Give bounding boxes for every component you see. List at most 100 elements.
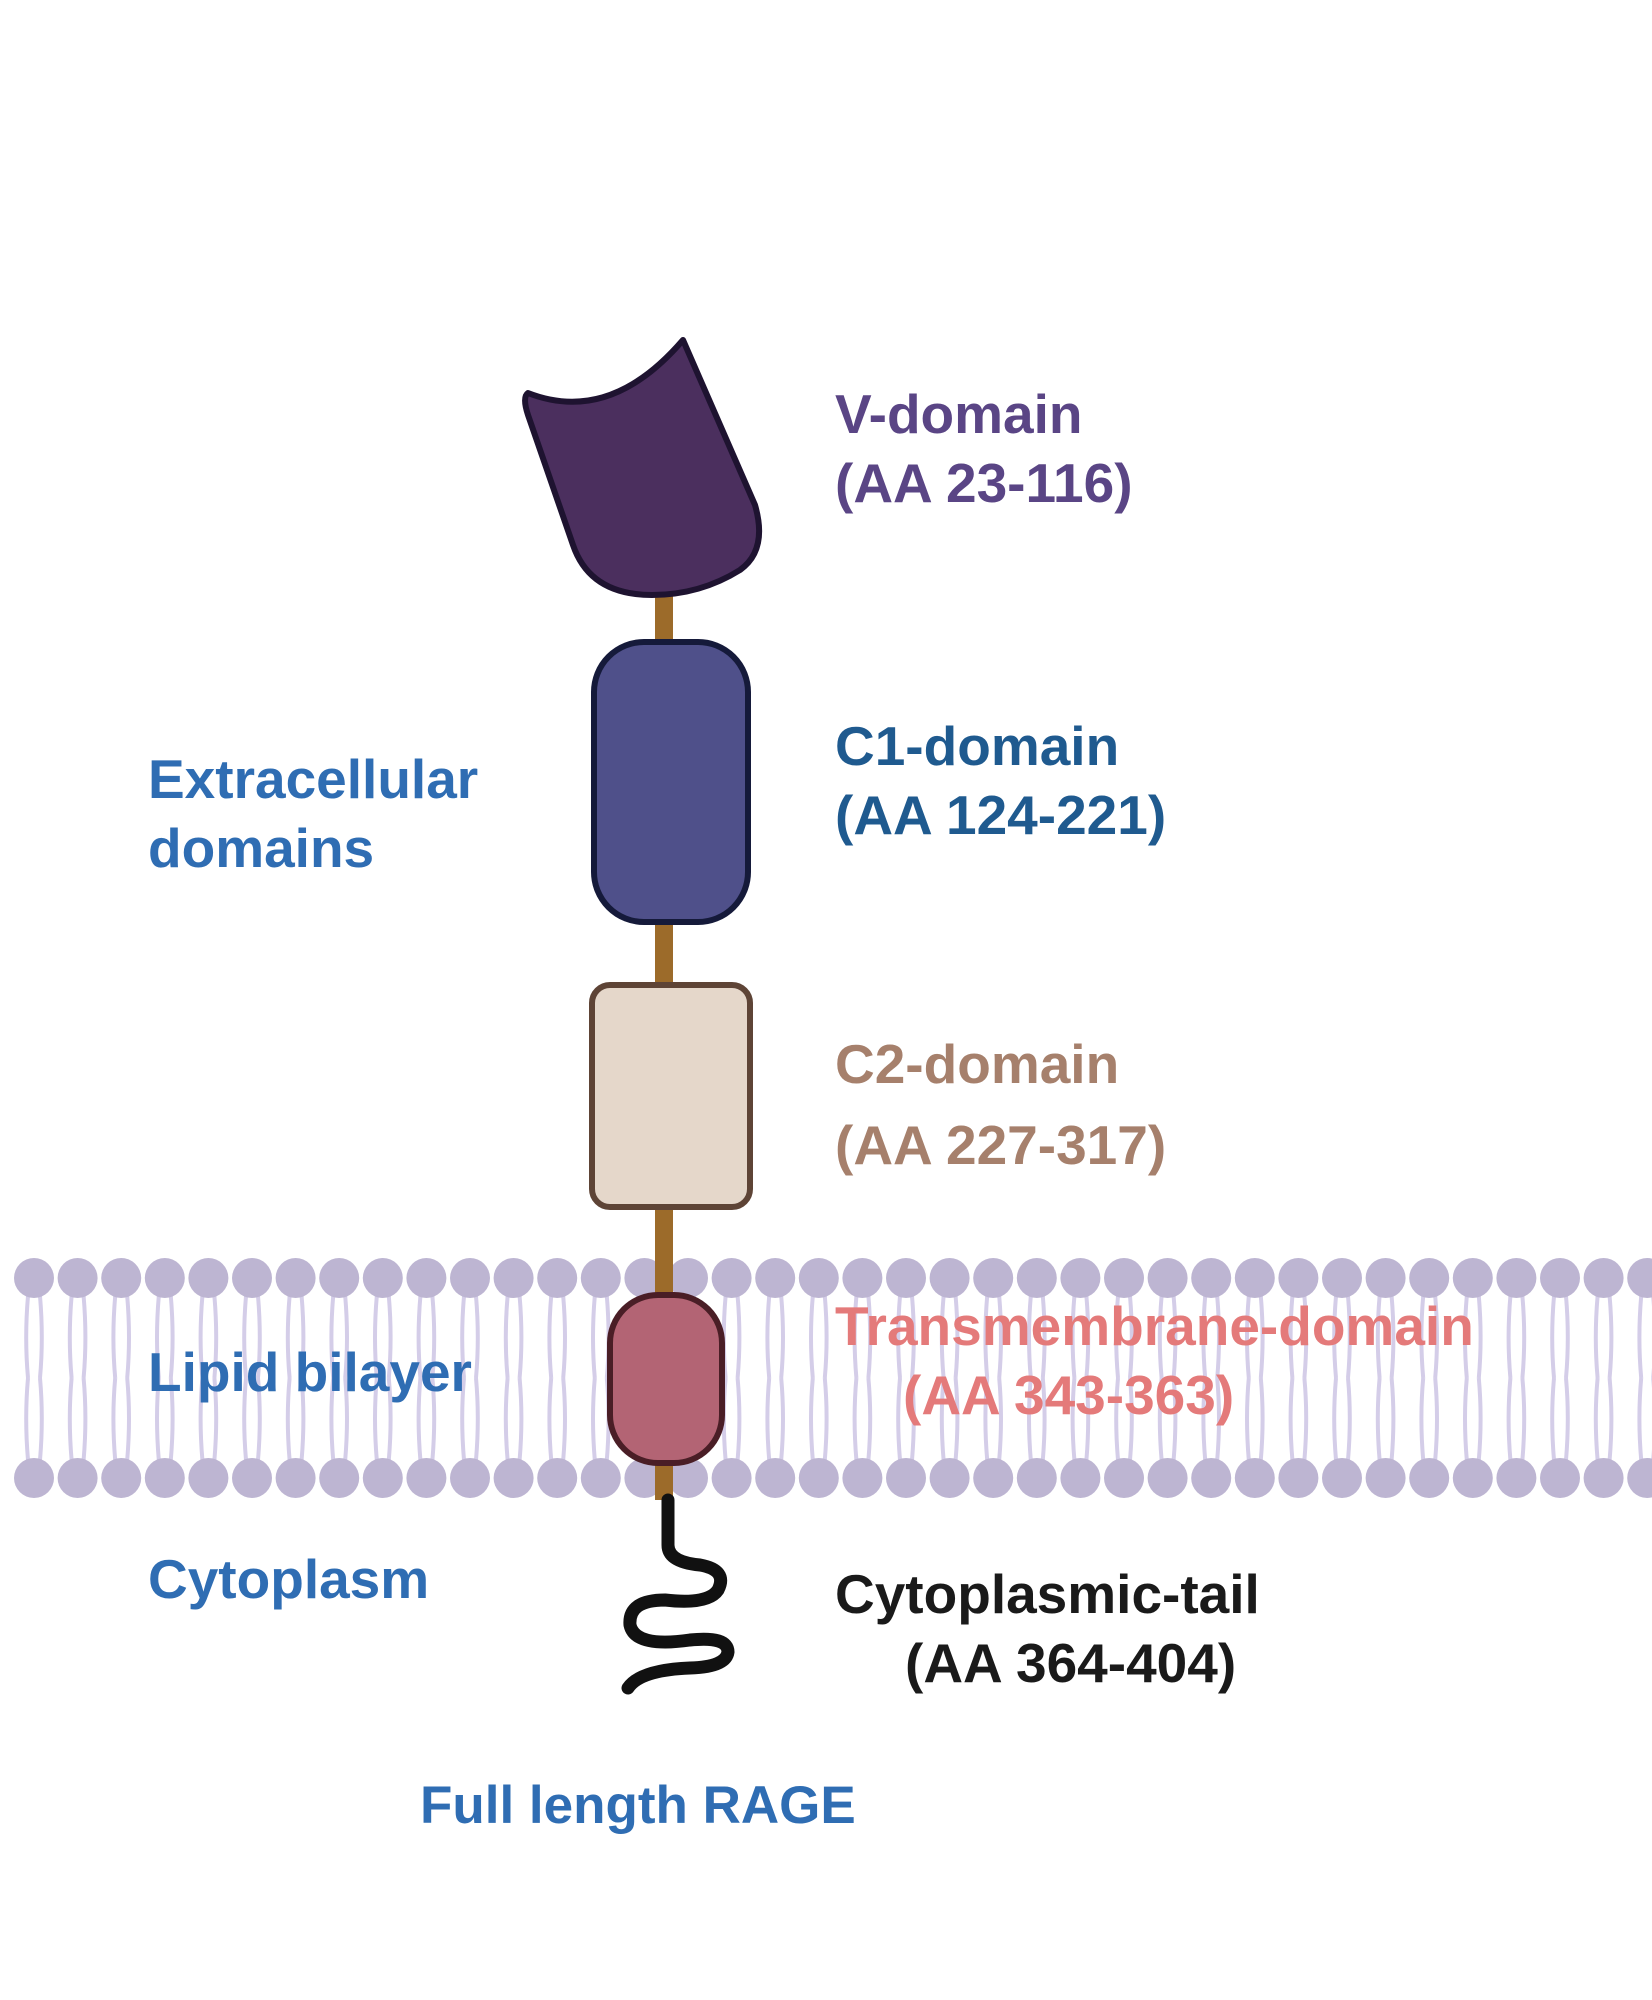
lipid-tail: [386, 1295, 393, 1379]
lipid-head: [14, 1258, 54, 1298]
lipid-tail: [81, 1295, 88, 1379]
lipid-tail: [852, 1377, 859, 1461]
lipid-head: [1322, 1458, 1362, 1498]
lipid-tail: [168, 1377, 175, 1461]
lipid-head: [232, 1458, 272, 1498]
lipid-tail: [430, 1295, 437, 1379]
lipid-tail: [343, 1295, 349, 1379]
lipid-head: [1365, 1258, 1406, 1298]
lipid-tail: [910, 1377, 916, 1461]
lipid-head: [537, 1458, 578, 1498]
lipid-tail: [1114, 1295, 1120, 1379]
lipid-tail: [983, 1377, 990, 1461]
lipid-head: [711, 1458, 752, 1498]
lipid-head: [755, 1258, 796, 1298]
lipid-tail: [591, 1295, 597, 1379]
lipid-head: [101, 1258, 142, 1298]
lipid-tail: [242, 1295, 248, 1379]
lipid-head: [57, 1458, 98, 1498]
lipid-tail: [866, 1295, 873, 1379]
lipid-tail: [896, 1295, 902, 1379]
lipid-tail: [1506, 1295, 1513, 1379]
lipid-tail: [416, 1295, 423, 1379]
lipid-head: [1104, 1258, 1144, 1298]
transmembrane-domain-name: Transmembrane-domain: [835, 1295, 1474, 1357]
lipid-head: [668, 1458, 708, 1498]
lipid-tail: [373, 1295, 379, 1379]
lipid-tail: [822, 1377, 829, 1461]
lipid-tail: [1245, 1377, 1251, 1461]
lipid-head: [1104, 1458, 1144, 1498]
lipid-tail: [779, 1295, 785, 1379]
lipid-tail: [1157, 1295, 1164, 1379]
cytoplasmic-tail-label: Cytoplasmic-tail (AA 364-404): [835, 1560, 1260, 1698]
lipid-head: [1627, 1458, 1652, 1498]
lipid-head: [275, 1258, 316, 1298]
lipid-head: [1409, 1458, 1450, 1498]
lipid-tail: [1157, 1377, 1164, 1461]
lipid-head: [1191, 1258, 1232, 1298]
c2-domain-label: C2-domain (AA 227-317): [835, 1030, 1166, 1180]
c1-domain-range: (AA 124-221): [835, 783, 1167, 846]
lipid-tail: [517, 1377, 524, 1461]
cytoplasmic-tail-range: (AA 364-404): [905, 1631, 1237, 1694]
lipid-head: [275, 1458, 316, 1498]
lipid-head: [232, 1258, 272, 1298]
cytoplasmic-tail-name: Cytoplasmic-tail: [835, 1563, 1260, 1625]
lipid-tail: [1215, 1377, 1221, 1461]
lipid-tail: [1375, 1377, 1382, 1461]
lipid-head: [1278, 1258, 1319, 1298]
lipid-tail: [1215, 1295, 1221, 1379]
lipid-head: [755, 1458, 796, 1498]
lipid-tail: [1258, 1295, 1265, 1379]
lipid-tail: [1027, 1295, 1033, 1379]
lipid-head: [406, 1258, 447, 1298]
lipid-tail: [125, 1295, 131, 1379]
lipid-head: [929, 1458, 970, 1498]
v-domain-shape: [522, 337, 763, 598]
lipid-head: [1496, 1258, 1537, 1298]
lipid-tail: [198, 1377, 205, 1461]
lipid-tail: [1040, 1295, 1047, 1379]
v-domain-name: V-domain: [835, 383, 1083, 445]
lipid-tail: [809, 1295, 815, 1379]
lipid-head: [493, 1458, 534, 1498]
lipid-tail: [1346, 1377, 1352, 1461]
lipid-head: [624, 1258, 665, 1298]
v-domain-range: (AA 23-116): [835, 451, 1133, 514]
lipid-tail: [1258, 1377, 1265, 1461]
lipid-head: [1147, 1458, 1188, 1498]
c1-domain-name: C1-domain: [835, 715, 1120, 777]
lipid-head: [1583, 1258, 1624, 1298]
lipid-head: [886, 1258, 926, 1298]
lipid-tail: [38, 1377, 44, 1461]
lipid-tail: [212, 1295, 219, 1379]
lipid-tail: [1201, 1295, 1208, 1379]
lipid-tail: [1302, 1377, 1309, 1461]
lipid-head: [1409, 1258, 1450, 1298]
diagram-caption: Full length RAGE: [420, 1776, 856, 1835]
lipid-tail: [1550, 1295, 1556, 1379]
lipid-tail: [503, 1295, 510, 1379]
lipid-tail: [1476, 1377, 1483, 1461]
lipid-tail: [474, 1295, 480, 1379]
transmembrane-domain-range: (AA 343-363): [903, 1363, 1235, 1426]
lipid-head: [973, 1258, 1014, 1298]
lipid-head: [1016, 1458, 1057, 1498]
lipid-head: [1627, 1258, 1652, 1298]
lipid-tail: [765, 1295, 772, 1379]
lipid-head: [1583, 1458, 1624, 1498]
lipid-head: [1016, 1258, 1057, 1298]
lipid-tail: [822, 1295, 829, 1379]
lipid-tail: [256, 1295, 262, 1379]
lipid-head: [711, 1258, 752, 1298]
lipid-tail: [1637, 1377, 1644, 1461]
c2-domain-shape: [589, 982, 753, 1210]
lipid-head: [842, 1458, 883, 1498]
lipid-tail: [561, 1295, 567, 1379]
lipid-head: [1234, 1458, 1275, 1498]
lipid-tail: [1463, 1295, 1469, 1379]
lipid-head: [1365, 1458, 1406, 1498]
lipid-head: [450, 1458, 490, 1498]
